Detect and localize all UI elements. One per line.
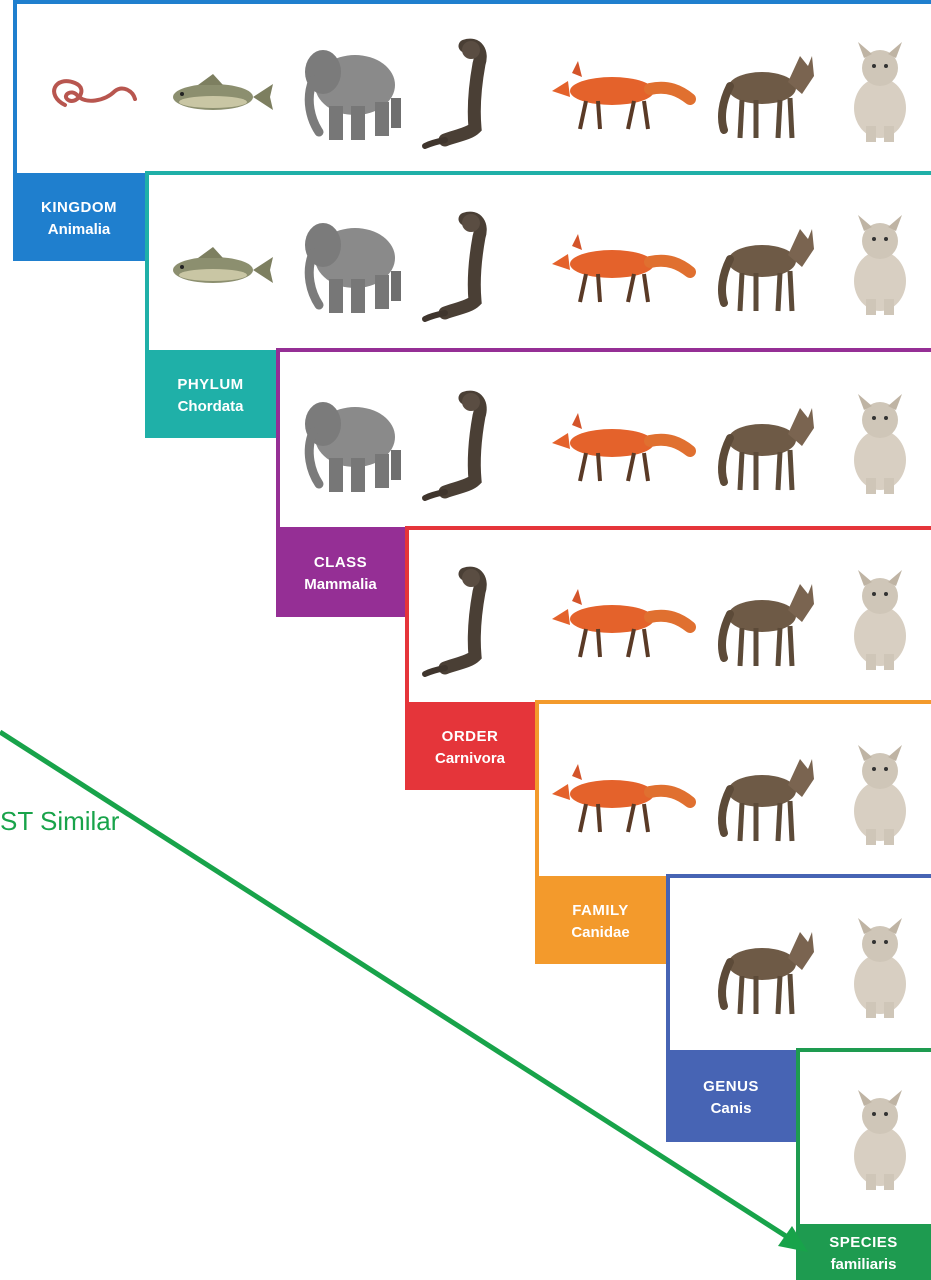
wolf-icon xyxy=(718,918,816,1018)
wolf-icon xyxy=(718,745,816,845)
ferret-icon xyxy=(425,36,485,148)
fox-icon xyxy=(550,403,690,485)
dog-icon xyxy=(840,392,920,496)
dog-icon xyxy=(840,568,920,672)
fish-icon xyxy=(158,62,276,122)
dog-icon xyxy=(840,40,920,144)
elephant-icon xyxy=(295,392,405,497)
worm-icon xyxy=(45,65,140,120)
dog-icon xyxy=(840,213,920,317)
fox-icon xyxy=(550,579,690,661)
fox-icon xyxy=(550,754,690,836)
ferret-icon xyxy=(425,209,485,321)
fox-icon xyxy=(550,51,690,133)
wolf-icon xyxy=(718,215,816,315)
dog-icon xyxy=(840,916,920,1020)
elephant-icon xyxy=(295,40,405,145)
fish-icon xyxy=(158,235,276,295)
wolf-icon xyxy=(718,394,816,494)
wolf-icon xyxy=(718,42,816,142)
dog-icon xyxy=(840,743,920,847)
ferret-icon xyxy=(425,564,485,676)
dog-icon xyxy=(840,1088,920,1192)
ferret-icon xyxy=(425,388,485,500)
elephant-icon xyxy=(295,213,405,318)
wolf-icon xyxy=(718,570,816,670)
fox-icon xyxy=(550,224,690,306)
